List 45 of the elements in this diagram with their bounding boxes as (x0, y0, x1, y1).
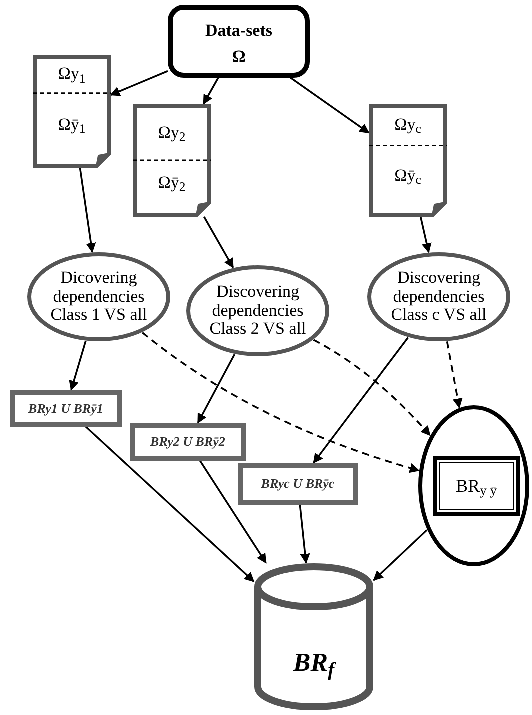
arrow (110, 70, 168, 96)
arrow (299, 504, 310, 564)
node-label: Discovering dependencies Class 2 VS all (208, 282, 308, 340)
subset-label: Ωȳ$_{c}$ (394, 164, 422, 188)
database-cylinder (254, 563, 374, 711)
node-label: BR$_{f}$ (293, 647, 335, 682)
node-label: Dicovering dependencies Class 1 VS all (50, 268, 148, 326)
group-ellipse (418, 405, 530, 567)
arrow (79, 168, 96, 254)
result-box (10, 390, 122, 427)
dataset-box (168, 5, 310, 78)
document-shape (133, 104, 211, 217)
arrow (446, 342, 463, 409)
arrow (85, 426, 255, 582)
arrow (313, 339, 431, 436)
arrow (197, 354, 236, 424)
subset-label: Ωy$_{1}$ (58, 63, 86, 87)
process-ellipse (367, 252, 511, 342)
node-label: Ω (232, 46, 246, 67)
node-label: BRy1 U BRȳ1 (28, 400, 104, 418)
framed-box (433, 456, 520, 516)
arrow (420, 216, 432, 254)
arrow (373, 530, 428, 582)
node-label: BRyc U BRȳc (261, 475, 335, 494)
subset-label: Ωȳ$_{1}$ (58, 114, 86, 138)
arrow (200, 460, 267, 564)
arrow (203, 78, 220, 105)
node-label: BR$_{y ȳ}$ (456, 474, 497, 500)
node-label: BRy2 U BRȳ2 (150, 433, 226, 452)
result-box (238, 463, 358, 505)
subset-label: Ωȳ$_{2}$ (158, 172, 186, 196)
document-shape (33, 55, 111, 168)
node-label: Data-sets (205, 20, 273, 42)
arrow (313, 337, 410, 464)
document-shape (369, 104, 447, 217)
subset-label: Ωy$_{2}$ (158, 122, 186, 145)
arrow (204, 216, 234, 269)
subset-label: Ωy$_{c}$ (394, 114, 422, 138)
arrow (69, 341, 87, 391)
arrow (142, 332, 420, 473)
arrow (290, 77, 370, 134)
process-ellipse (27, 252, 171, 342)
node-label: Discovering dependencies Class c VS all (390, 268, 488, 326)
process-ellipse (186, 265, 330, 357)
result-box (130, 423, 246, 461)
